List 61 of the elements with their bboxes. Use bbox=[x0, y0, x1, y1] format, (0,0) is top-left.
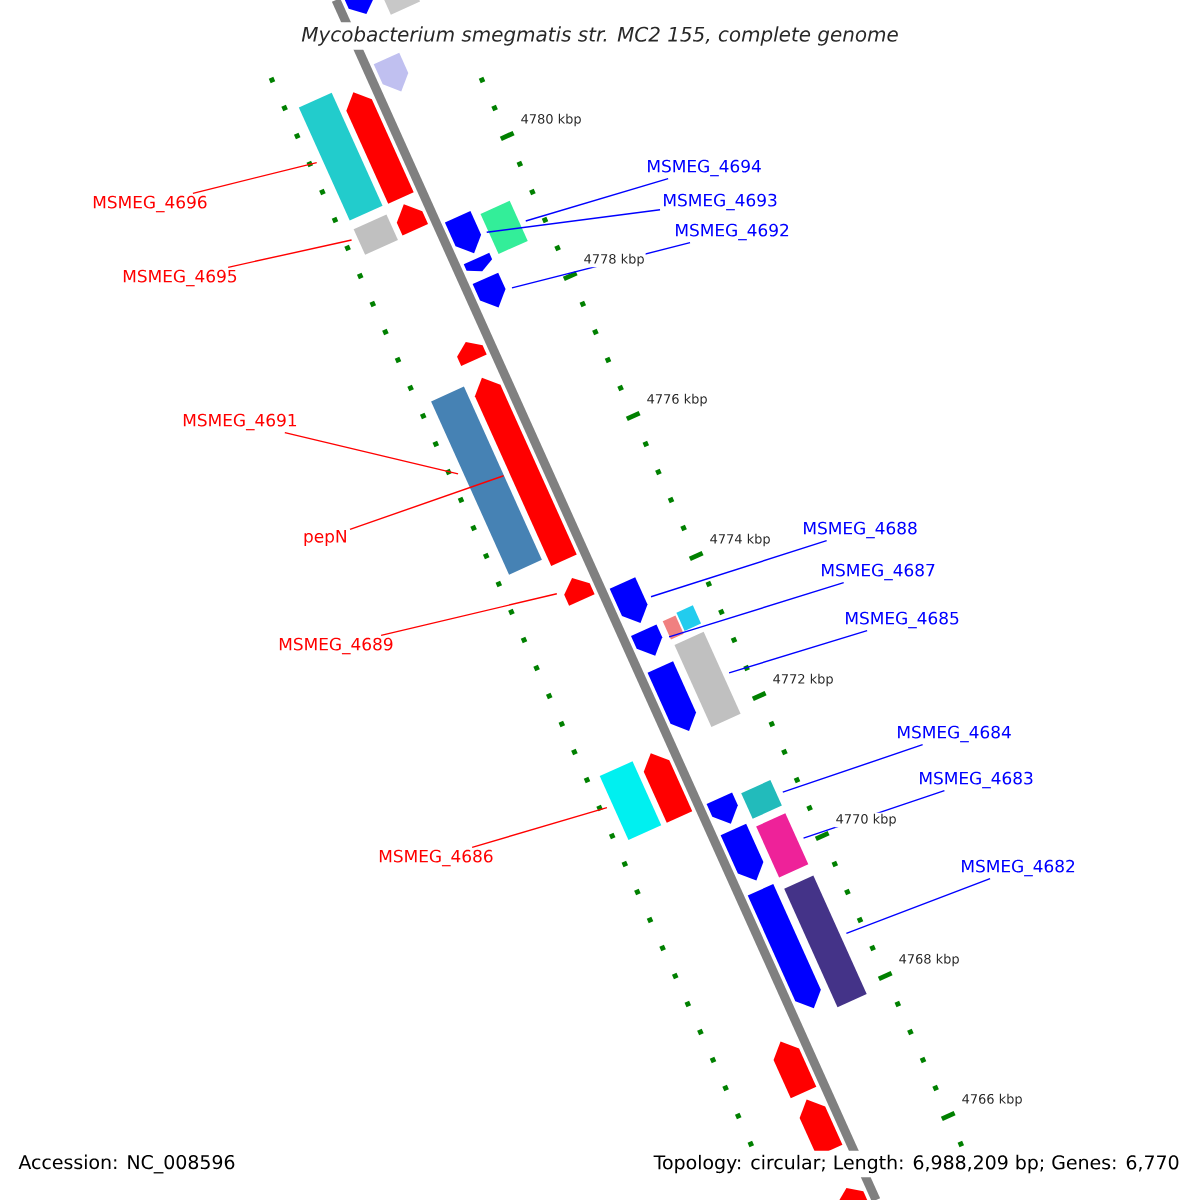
leader-line bbox=[782, 743, 924, 793]
gene-block bbox=[773, 1041, 817, 1099]
accession-note: Accession: NC_008596 bbox=[14, 1150, 240, 1178]
title: Mycobacterium smegmatis str. MC2 155, complete genome bbox=[297, 22, 903, 50]
gene-bar bbox=[741, 780, 782, 819]
gene-block bbox=[396, 204, 429, 236]
leader-line bbox=[471, 806, 608, 849]
gene-bar bbox=[676, 605, 702, 631]
leader-line bbox=[227, 239, 353, 268]
gene-bar bbox=[480, 200, 528, 254]
leader-line bbox=[668, 581, 845, 638]
leader-line bbox=[192, 161, 318, 194]
gene-block bbox=[463, 252, 493, 272]
gene-bar bbox=[298, 92, 383, 221]
gene-block bbox=[630, 624, 663, 656]
gene-block bbox=[609, 577, 648, 624]
leader-line bbox=[650, 539, 828, 598]
gene-block bbox=[373, 52, 409, 92]
gene-block bbox=[346, 92, 414, 204]
gene-block bbox=[706, 792, 738, 824]
gene-label: MSMEG_4693 bbox=[664, 193, 777, 211]
leader-line bbox=[380, 593, 558, 637]
gene-block bbox=[720, 823, 764, 881]
gene-block bbox=[747, 883, 821, 1009]
gene-block bbox=[457, 341, 487, 366]
gene-block bbox=[647, 661, 697, 731]
leader-line bbox=[728, 629, 868, 674]
gene-block bbox=[799, 1099, 843, 1157]
gene-bar bbox=[662, 615, 684, 640]
gene-bar bbox=[353, 214, 398, 255]
leader-line bbox=[349, 475, 505, 531]
gene-block bbox=[643, 753, 693, 823]
gene-label: MSMEG_4694 bbox=[648, 159, 761, 177]
gene-label: MSMEG_4682 bbox=[962, 859, 1075, 877]
gene-label: pepN bbox=[304, 530, 346, 546]
gene-bar bbox=[379, 0, 421, 15]
gene-label: MSMEG_4683 bbox=[920, 771, 1033, 789]
leader-line bbox=[845, 878, 991, 935]
gene-bar bbox=[431, 386, 542, 575]
gene-bar bbox=[756, 813, 809, 878]
gene-label: MSMEG_4684 bbox=[898, 725, 1011, 743]
leader-line bbox=[284, 432, 459, 475]
gene-bar bbox=[599, 761, 662, 840]
gene-bar bbox=[784, 875, 867, 1008]
gene-block bbox=[474, 377, 577, 566]
genome-summary: Topology: circular; Length: 6,988,209 bp; Genes: 6,770 bbox=[649, 1150, 1184, 1178]
gene-block bbox=[564, 578, 595, 606]
leader-line bbox=[525, 177, 669, 222]
gene-label: MSMEG_4695 bbox=[123, 269, 237, 287]
gene-label: MSMEG_4685 bbox=[846, 611, 959, 629]
leader-line bbox=[486, 209, 661, 233]
gene-label: MSMEG_4688 bbox=[804, 521, 917, 539]
gene-label: MSMEG_4691 bbox=[183, 413, 297, 431]
gene-block bbox=[837, 1187, 868, 1200]
gene-label: MSMEG_4687 bbox=[822, 563, 935, 581]
gene-label: MSMEG_4692 bbox=[676, 223, 789, 241]
gene-block bbox=[343, 0, 375, 14]
gene-label: MSMEG_4696 bbox=[93, 195, 207, 213]
gene-label: MSMEG_4686 bbox=[379, 849, 493, 867]
gene-label: MSMEG_4689 bbox=[279, 637, 393, 655]
gene-bar bbox=[674, 631, 741, 727]
